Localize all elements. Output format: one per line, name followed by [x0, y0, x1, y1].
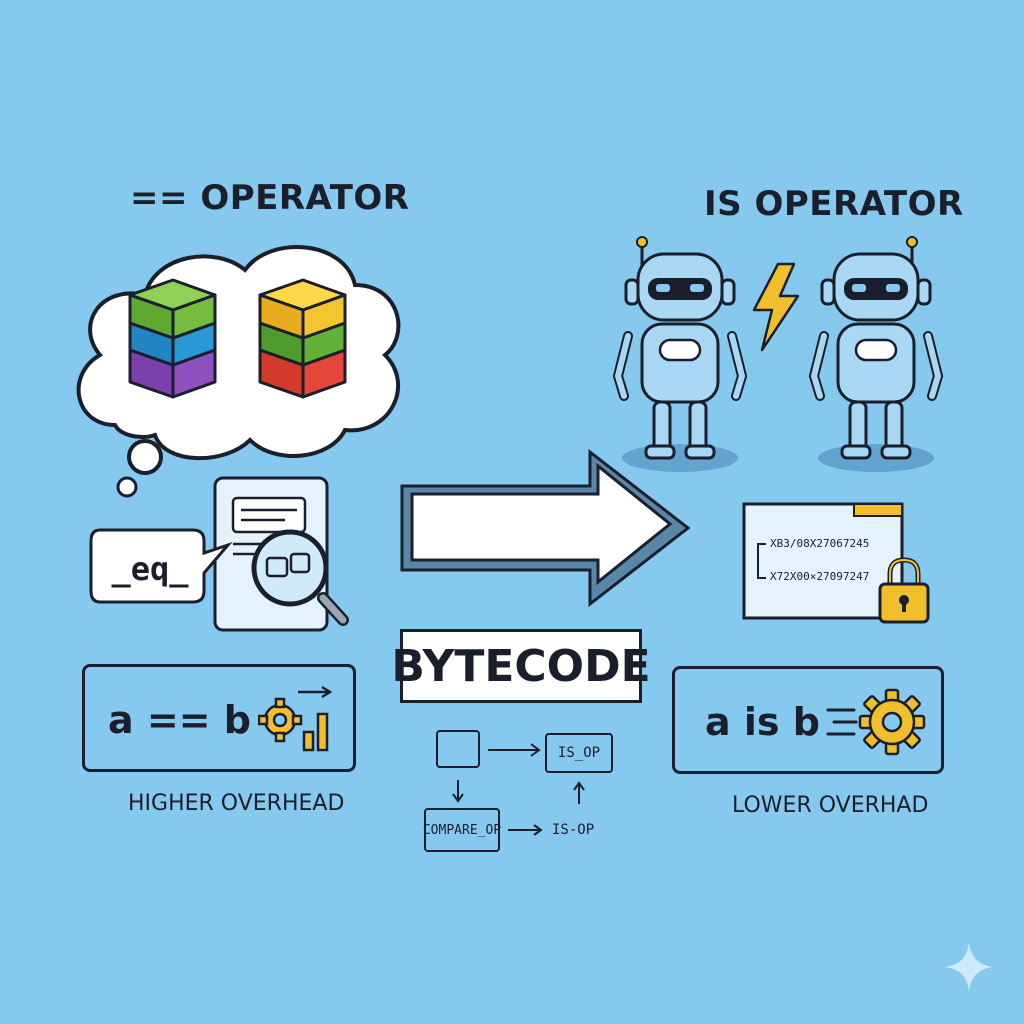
eq-operator-title: == OPERATOR — [130, 178, 410, 218]
address-line-1: XB3/08X27067245 — [770, 537, 870, 550]
memory-card-icon — [742, 502, 904, 620]
arrow-right-icon — [400, 448, 691, 608]
eq-method-label: _eq_ — [111, 550, 189, 588]
empty-op-box — [436, 730, 480, 768]
magnifier-document-icon — [213, 476, 349, 632]
eq-expression: a == b — [108, 698, 251, 742]
sparkle-icon — [944, 942, 994, 992]
is-expression: a is b — [705, 700, 820, 744]
is-caption: LOWER OVERHAD — [732, 793, 929, 818]
eq-expression-box — [82, 664, 356, 772]
flow-arrow-right-2 — [508, 824, 543, 836]
lock-icon — [878, 557, 930, 624]
eq-caption: HIGHER OVERHEAD — [128, 791, 345, 816]
cube-stack-icon — [258, 278, 347, 399]
address-line-2: X72X00×27097247 — [770, 570, 870, 583]
is-op-box: IS_OP — [545, 733, 613, 773]
is-operator-title: IS OPERATOR — [704, 184, 964, 224]
speech-bubble-icon — [89, 528, 233, 604]
robot-icon — [612, 236, 748, 472]
flow-arrow-up — [573, 781, 585, 804]
is-op-label: IS-OP — [552, 822, 595, 838]
fast-gear-icon — [826, 688, 926, 756]
flow-arrow-down — [452, 780, 464, 803]
thought-cloud-icon — [76, 245, 401, 498]
flow-arrow-right — [488, 743, 541, 757]
bytecode-label: BYTECODE — [391, 629, 651, 703]
gear-chart-icon — [258, 685, 333, 752]
cube-stack-icon — [128, 278, 217, 399]
robot-icon — [808, 236, 944, 472]
lightning-icon — [752, 262, 800, 352]
compare-op-box: COMPARE_OP — [423, 808, 501, 852]
